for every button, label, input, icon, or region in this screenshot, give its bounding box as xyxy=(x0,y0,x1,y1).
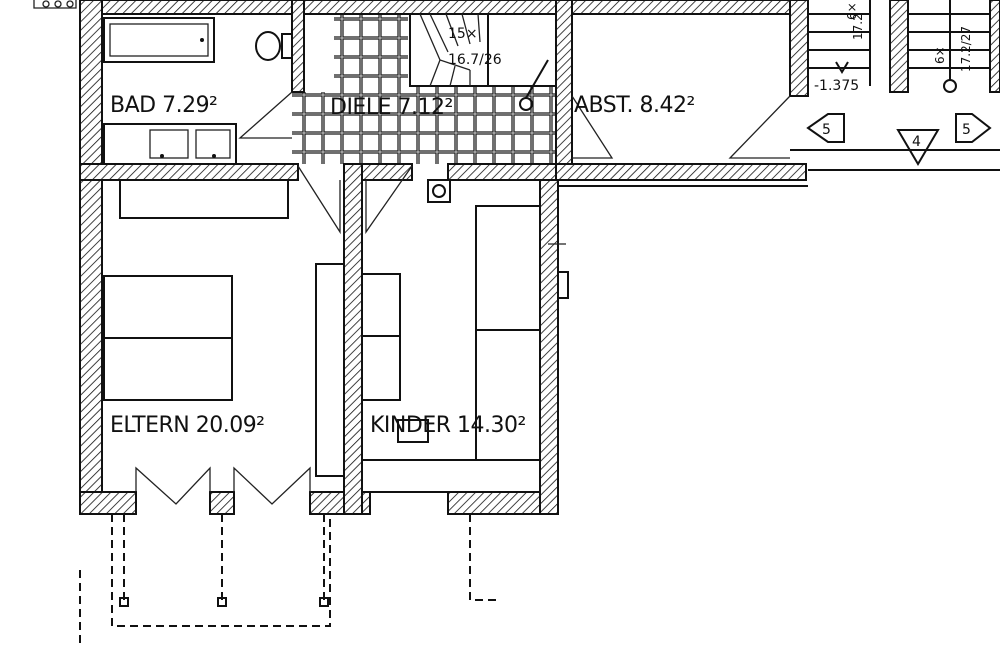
level-marker: -1.375 xyxy=(814,61,859,94)
marker-left-label: 5 xyxy=(822,122,831,138)
bathtub xyxy=(103,17,215,63)
room-label-kinder: KINDER 14.30² xyxy=(370,413,526,438)
right-stair-steps-a: 6× xyxy=(845,2,859,20)
level-value: -1.375 xyxy=(814,78,859,94)
room-label-bad: BAD 7.29² xyxy=(110,93,217,118)
chimney xyxy=(427,179,451,203)
top-left-fragment xyxy=(33,0,77,9)
stair-steps: 15× xyxy=(448,26,478,42)
toilet xyxy=(255,31,293,61)
right-wall-fragments xyxy=(548,149,1000,299)
kinder-chair xyxy=(397,419,429,443)
walls xyxy=(79,0,1000,515)
right-stair: 6× 17.2 6× 17.2/27 xyxy=(808,0,990,93)
staircase: 15× 16.7/26 xyxy=(409,13,556,111)
direction-marker-left: 5 xyxy=(806,113,845,143)
right-stair-ratio-a: 17.2 xyxy=(851,13,865,40)
marker-right-label: 5 xyxy=(962,122,971,138)
direction-marker-right: 5 xyxy=(955,113,992,143)
room-label-abst: ABST. 8.42² xyxy=(574,93,695,118)
abst-door-swings xyxy=(571,95,791,159)
right-stair-ratio-b: 17.2/27 xyxy=(959,26,973,72)
room-label-eltern: ELTERN 20.09² xyxy=(110,413,265,438)
sink-counter xyxy=(103,123,237,165)
stair-ratio: 16.7/26 xyxy=(448,52,502,68)
kinder-door-swing xyxy=(365,165,413,235)
eltern-wardrobe xyxy=(315,263,345,477)
marker-mid-label: 4 xyxy=(912,134,921,150)
direction-marker-mid: 4 xyxy=(896,129,940,166)
bad-door-swing xyxy=(238,91,293,139)
eltern-door-swing xyxy=(297,165,341,235)
balcony-outline xyxy=(79,514,500,645)
eltern-window-doors xyxy=(135,466,311,505)
eltern-dresser xyxy=(119,179,289,219)
right-stair-steps-b: 6× xyxy=(933,46,947,64)
kinder-desk xyxy=(361,273,401,401)
kinder-bottom-rail xyxy=(362,459,540,493)
room-label-diele: DIELE 7.12² xyxy=(330,95,453,120)
diele-tile-floor xyxy=(292,12,556,164)
eltern-bed xyxy=(103,275,233,401)
